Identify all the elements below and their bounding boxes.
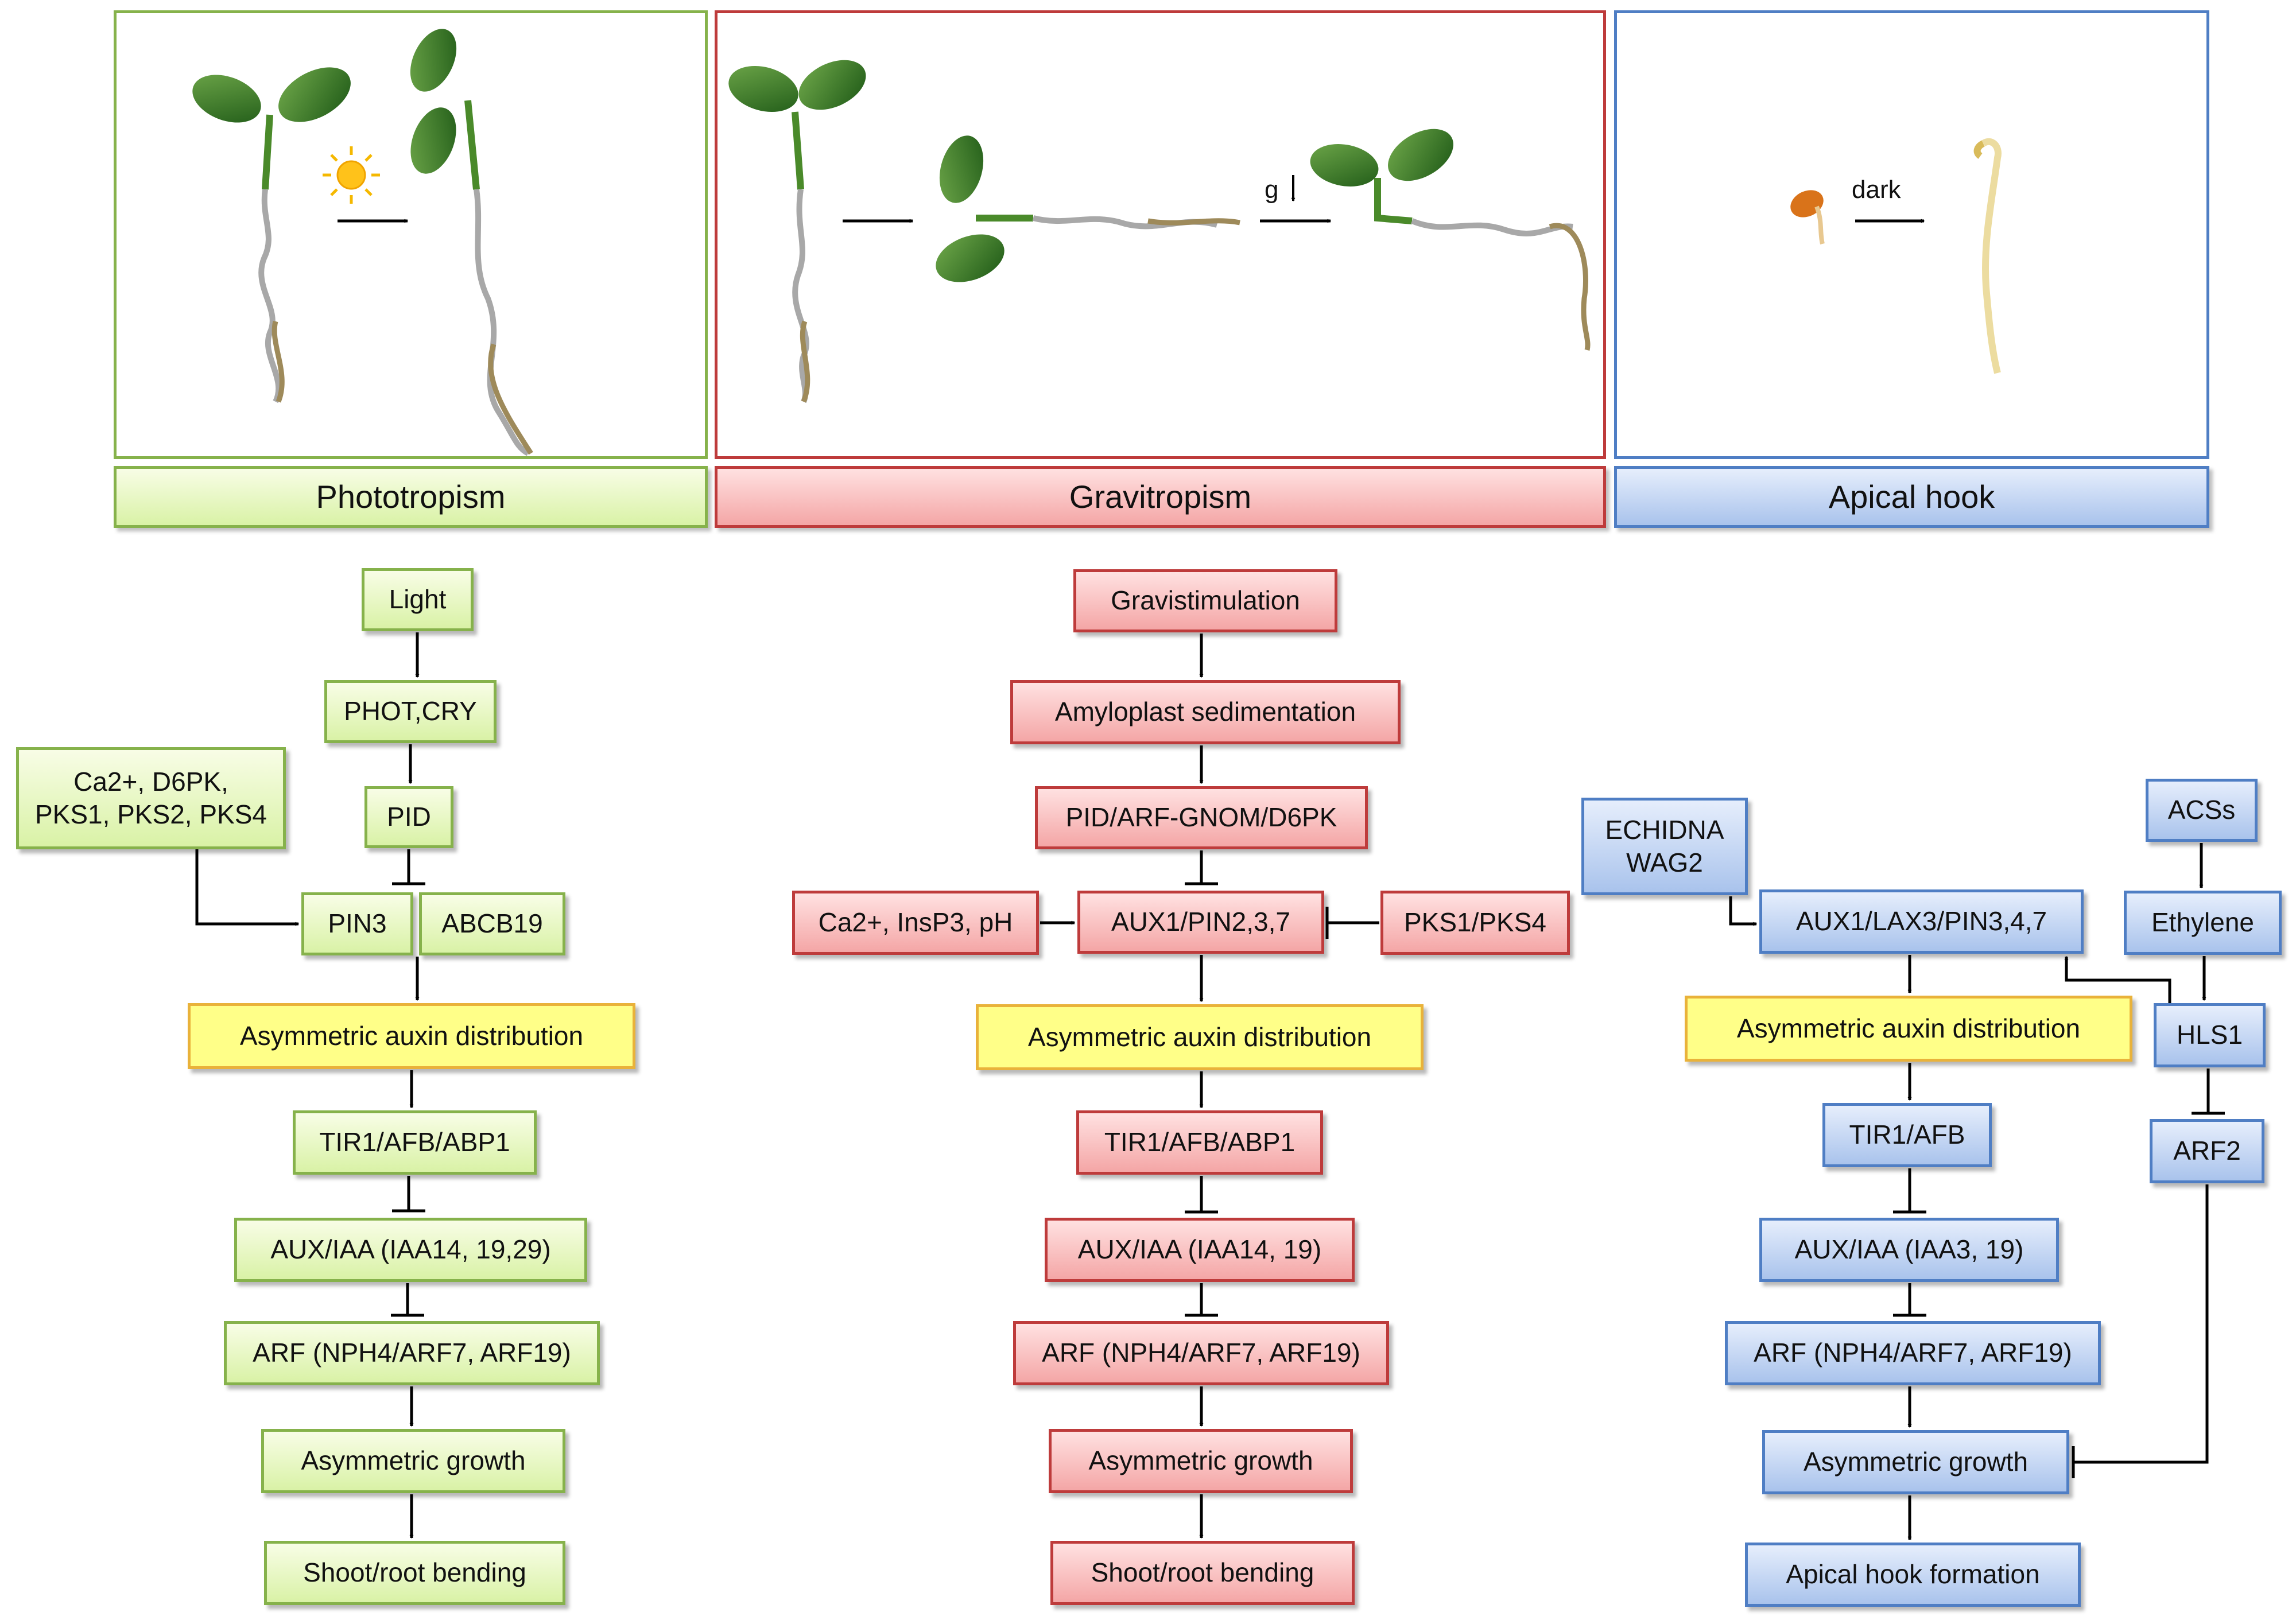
photo-auxiaa-node: AUX/IAA (IAA14, 19,29) (234, 1218, 587, 1282)
arf2-node: ARF2 (2150, 1119, 2264, 1183)
seedling-horizontal (936, 135, 1240, 282)
aux1-pin-node: AUX1/PIN2,3,7 (1077, 891, 1324, 954)
apical-asym-growth-node: Asymmetric growth (1762, 1430, 2069, 1494)
ca-insp3-node: Ca2+, InsP3, pH (792, 891, 1039, 955)
photo-arf-node: ARF (NPH4/ARF7, ARF19) (224, 1321, 600, 1385)
apical-hook-formation-node: Apical hook formation (1745, 1543, 2081, 1607)
apical-hook-header: Apical hook (1614, 466, 2209, 528)
wag2-line: WAG2 (1626, 848, 1703, 877)
pks-node: PKS1/PKS4 (1380, 891, 1570, 955)
gravi-tir1-node: TIR1/AFB/ABP1 (1076, 1110, 1323, 1175)
aux1-lax3-node: AUX1/LAX3/PIN3,4,7 (1759, 889, 2084, 954)
gravi-bending-node: Shoot/root bending (1050, 1541, 1355, 1605)
echidna-line: ECHIDNA (1605, 814, 1724, 845)
gravitropism-header: Gravitropism (715, 466, 1606, 528)
seed-icon (1790, 190, 1825, 244)
seedling-upright (192, 67, 351, 403)
sun-icon (323, 146, 380, 204)
gravi-arf-node: ARF (NPH4/ARF7, ARF19) (1013, 1321, 1389, 1385)
gravi-asym-auxin-node: Asymmetric auxin distribution (976, 1004, 1424, 1070)
photo-regulators-node: Ca2+, D6PK, PKS1, PKS2, PKS4 (16, 747, 286, 849)
gravity-g-label: g (1265, 176, 1279, 204)
phototropism-illustration (192, 29, 533, 456)
apical-tir1-node: TIR1/AFB (1822, 1103, 1992, 1167)
acss-node: ACSs (2146, 779, 2258, 842)
pid-node: PID (364, 786, 453, 848)
hls1-node: HLS1 (2154, 1003, 2266, 1067)
photo-regulators-line1: Ca2+, D6PK, (73, 766, 228, 797)
apical-auxiaa-node: AUX/IAA (IAA3, 19) (1759, 1218, 2059, 1282)
gravitropism-connectors (1040, 634, 1379, 1538)
photo-bending-node: Shoot/root bending (264, 1541, 565, 1605)
gravi-asym-growth-node: Asymmetric growth (1049, 1429, 1353, 1493)
etiolated-seedling (1973, 138, 2002, 374)
photo-asym-growth-node: Asymmetric growth (261, 1429, 565, 1493)
dark-label: dark (1852, 176, 1901, 204)
amyloplast-node: Amyloplast sedimentation (1010, 680, 1401, 744)
gravistimulation-node: Gravistimulation (1073, 569, 1337, 632)
gravitropism-illustration (728, 60, 1591, 403)
seedling-bent-to-light (410, 29, 533, 456)
phot-cry-node: PHOT,CRY (324, 680, 497, 743)
photo-asym-auxin-node: Asymmetric auxin distribution (188, 1003, 635, 1069)
pin3-node: PIN3 (301, 892, 413, 955)
seedling-upright-gravi (728, 60, 866, 403)
apical-asym-auxin-node: Asymmetric auxin distribution (1685, 996, 2132, 1062)
photo-regulators-line2: PKS1, PKS2, PKS4 (34, 799, 267, 829)
light-node: Light (362, 568, 474, 631)
photo-tir1-node: TIR1/AFB/ABP1 (293, 1110, 537, 1175)
gravi-auxiaa-node: AUX/IAA (IAA14, 19) (1045, 1218, 1355, 1282)
seedling-gravi-response (1310, 129, 1591, 351)
abcb19-node: ABCB19 (419, 892, 565, 955)
phototropism-connectors (195, 632, 425, 1538)
apical-hook-illustration (1790, 138, 2002, 374)
apical-arf-node: ARF (NPH4/ARF7, ARF19) (1725, 1321, 2101, 1385)
phototropism-header: Phototropism (114, 466, 708, 528)
pid-arf-gnom-node: PID/ARF-GNOM/D6PK (1035, 786, 1368, 849)
ethylene-node: Ethylene (2124, 891, 2282, 955)
apical-connectors (1729, 843, 2225, 1540)
apical-hook-panel (1614, 10, 2209, 459)
echidna-wag2-node: ECHIDNA WAG2 (1581, 798, 1748, 895)
